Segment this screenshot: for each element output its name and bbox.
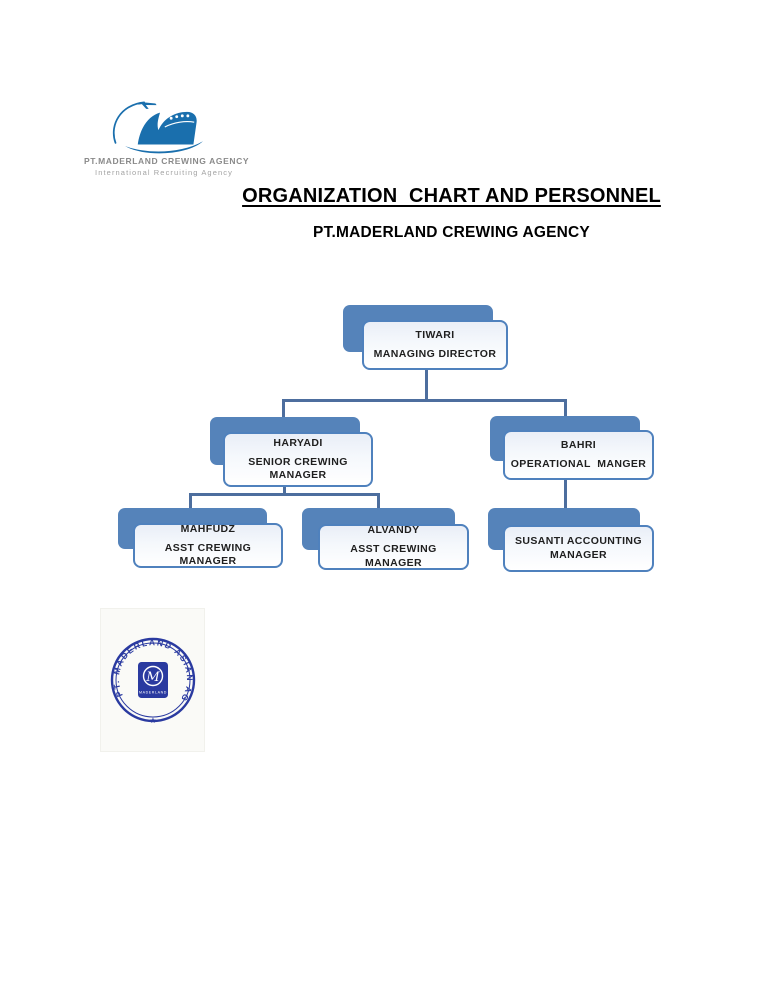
node-box: SUSANTI ACCOUNTING MANAGER (503, 525, 654, 572)
person-name: MAHFUDZ (180, 522, 236, 535)
person-role: SENIOR CREWING MANAGER (248, 455, 352, 482)
connector-level3-bar (189, 493, 380, 496)
connector-to-bahri (564, 399, 567, 431)
seal-monogram: M (145, 670, 160, 685)
connector-tiwari-down (425, 370, 428, 402)
node-box: ALVANDY ASST CREWING MANAGER (318, 524, 469, 570)
node-box: MAHFUDZ ASST CREWING MANAGER (133, 523, 283, 568)
node-box: HARYADI SENIOR CREWING MANAGER (223, 432, 373, 487)
person-role: MANAGER (549, 549, 608, 561)
connector-haryadi-down (283, 487, 286, 496)
person-role: OPERATIONAL MANGER (510, 458, 647, 470)
seal-star: ★ (149, 716, 156, 725)
page-subtitle: PT.MADERLAND CREWING AGENCY (313, 224, 590, 241)
company-seal: PT. MADERLAND ASIAN AGENCY ★ M MADERLAND (100, 608, 205, 752)
page-title: ORGANIZATION CHART AND PERSONNEL (242, 185, 661, 207)
person-role: ASST CREWING MANAGER (350, 543, 441, 569)
connector-to-susanti (564, 480, 567, 526)
person-role: MANAGING DIRECTOR (373, 348, 497, 360)
round-seal-icon: PT. MADERLAND ASIAN AGENCY ★ M MADERLAND (105, 628, 195, 725)
seal-center-label: MADERLAND (139, 691, 167, 695)
node-box: BAHRI OPERATIONAL MANGER (503, 430, 654, 480)
person-name: ALVANDY (367, 524, 420, 537)
ship-with-plane-icon (112, 101, 203, 154)
node-box: TIWARI MANAGING DIRECTOR (362, 320, 508, 370)
header: ORGANIZATION CHART AND PERSONNEL PT.MADE… (134, 185, 768, 242)
person-name: BAHRI (560, 438, 597, 451)
logo-tagline: International Recruiting Agency (95, 168, 233, 177)
company-logo: PT.MADERLAND CREWING AGENCY Internationa… (84, 92, 250, 177)
person-name: SUSANTI ACCOUNTING (515, 534, 642, 547)
person-name: TIWARI (415, 328, 455, 341)
connector-level2-bar (282, 399, 567, 402)
logo-company-name: PT.MADERLAND CREWING AGENCY (84, 156, 250, 166)
person-name: HARYADI (273, 436, 323, 449)
connector-to-haryadi (282, 399, 285, 433)
person-role: ASST CREWING MANAGER (164, 541, 258, 568)
